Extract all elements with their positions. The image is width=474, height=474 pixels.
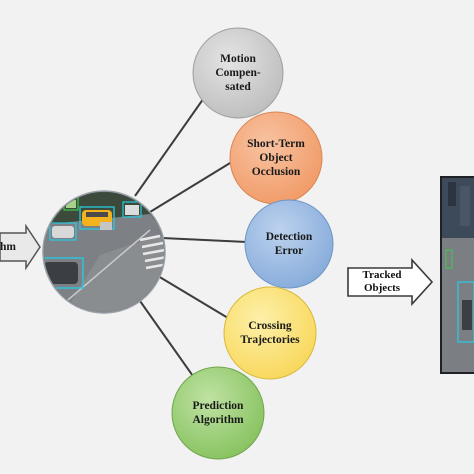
connector-line-crossing bbox=[157, 275, 229, 319]
challenge-label-detection: Detection Error bbox=[265, 231, 313, 257]
challenge-circle-motion bbox=[192, 27, 284, 119]
challenge-circle-prediction bbox=[171, 366, 265, 460]
output-arrow bbox=[347, 257, 434, 307]
connector-lines bbox=[134, 94, 248, 387]
connector-line-occlusion bbox=[149, 159, 236, 213]
connector-line-prediction bbox=[139, 300, 201, 387]
input-arrow bbox=[0, 223, 41, 271]
input-arrow-label: hm bbox=[0, 241, 16, 253]
challenge-label-crossing: Crossing Trajectories bbox=[240, 320, 300, 346]
challenge-circle-detection bbox=[244, 199, 334, 289]
challenge-label-prediction: Prediction Algorithm bbox=[192, 400, 244, 426]
output-arrow-label: Tracked Objects bbox=[362, 269, 402, 294]
connector-line-motion bbox=[134, 94, 207, 197]
connector-line-detection bbox=[161, 237, 248, 243]
challenge-label-motion: Motion Compen- sated bbox=[215, 53, 261, 93]
output-image bbox=[440, 176, 474, 374]
challenge-circle-crossing bbox=[223, 286, 317, 380]
hub-image bbox=[42, 190, 166, 314]
challenge-label-occlusion: Short-Term Object Occlusion bbox=[247, 138, 305, 178]
